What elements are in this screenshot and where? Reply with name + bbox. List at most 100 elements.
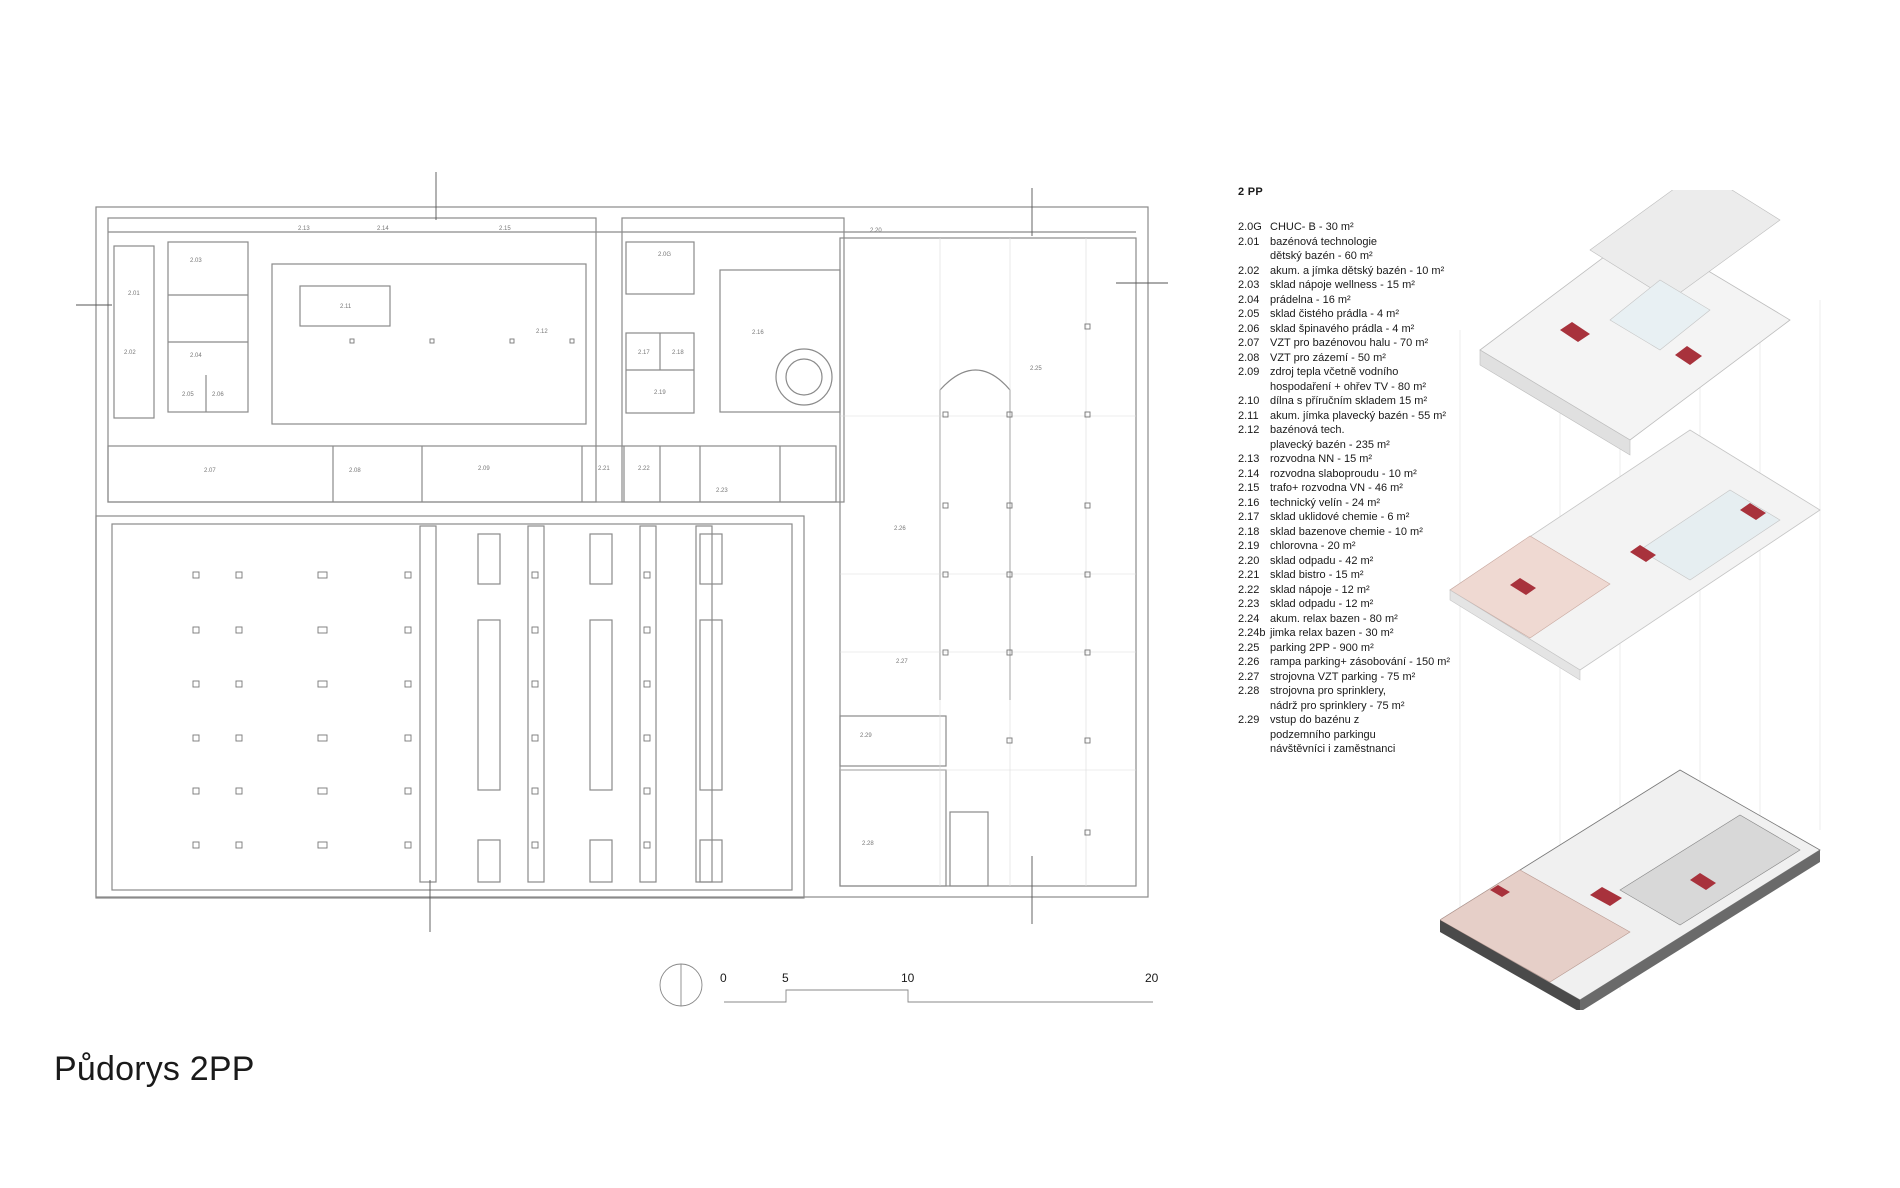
legend-item: 2.18 sklad bazenove chemie - 10 m²	[1238, 525, 1498, 540]
legend-item: 2.26 rampa parking+ zásobování - 150 m²	[1238, 655, 1498, 670]
room-legend: 2 PP 2.0G CHUC- B - 30 m² 2.01 bazénová tec…	[1238, 186, 1498, 757]
legend-item-code: 2.03	[1238, 279, 1260, 291]
room-label: 2.23	[716, 488, 728, 494]
legend-item: 2.20 sklad odpadu - 42 m²	[1238, 554, 1498, 569]
legend-item-code: 2.17	[1238, 511, 1260, 523]
legend-item-code: 2.02	[1238, 264, 1260, 277]
legend-list: 2.0G CHUC- B - 30 m² 2.01 bazénová technolo…	[1238, 220, 1498, 757]
legend-item-code: 2.23	[1238, 598, 1260, 610]
legend-item-code: 2.19	[1238, 540, 1260, 552]
legend-item-code: 2.24	[1238, 612, 1260, 625]
legend-item: 2.14 rozvodna slaboproudu - 10 m²	[1238, 467, 1498, 482]
legend-item-label: akum. a jímka dětský bazén - 10 m²	[1270, 264, 1445, 277]
legend-item: 2.06 sklad špinavého prádla - 4 m²	[1238, 322, 1498, 337]
legend-item-code: 2.13	[1238, 453, 1260, 465]
legend-item-code: 2.22	[1238, 583, 1260, 596]
legend-item-label: VZT pro zázemí - 50 m²	[1270, 351, 1386, 364]
room-label: 2.13	[298, 226, 310, 232]
legend-item-label: sklad špinavého prádla - 4 m²	[1270, 322, 1415, 335]
room-label: 2.16	[752, 330, 764, 336]
legend-item-label: jimka relax bazen - 30 m²	[1270, 627, 1394, 639]
legend-item-label: sklad odpadu - 42 m²	[1270, 554, 1374, 567]
legend-item: 2.23 sklad odpadu - 12 m²	[1238, 597, 1498, 612]
legend-item-label: sklad nápoje wellness - 15 m²	[1270, 279, 1415, 291]
legend-item-code: 2.20	[1238, 554, 1260, 567]
room-label: 2.12	[536, 329, 548, 335]
legend-item-code: 2.14	[1238, 467, 1260, 480]
legend-item-label: sklad nápoje - 12 m²	[1270, 583, 1370, 596]
axis-markers	[76, 172, 1168, 932]
room-labels: 2.12 2.11 2.01 2.02 2.03 2.04 2.05 2.06 …	[124, 226, 1042, 847]
axonometric-exploded-view	[1440, 190, 1821, 1010]
legend-item-label: rozvodna slaboproudu - 10 m²	[1270, 467, 1417, 480]
legend-item-label: sklad odpadu - 12 m²	[1270, 598, 1374, 610]
legend-item-code: 2.06	[1238, 322, 1260, 335]
legend-item-label: akum. relax bazen - 80 m²	[1270, 612, 1398, 625]
legend-item-label: akum. jímka plavecký bazén - 55 m²	[1270, 409, 1447, 422]
legend-item-code: 2.10	[1238, 395, 1260, 407]
legend-item-code: 2.09	[1238, 366, 1260, 378]
legend-item-code: 2.11	[1238, 409, 1259, 422]
legend-item-label: strojovna pro sprinklery, nádrž pro spri…	[1270, 685, 1405, 712]
legend-item-code: 2.0G	[1238, 221, 1262, 233]
room-label: 2.11	[340, 304, 352, 310]
legend-item-label: chlorovna - 20 m²	[1270, 540, 1356, 552]
page-title: Půdorys 2PP	[54, 1050, 255, 1088]
legend-item-label: strojovna VZT parking - 75 m²	[1270, 670, 1416, 683]
room-label: 2.05	[182, 392, 194, 398]
legend-item-label: zdroj tepla včetně vodního hospodaření +…	[1270, 366, 1427, 393]
parking-area	[839, 237, 1137, 887]
legend-item: 2.02 akum. a jímka dětský bazén - 10 m²	[1238, 264, 1498, 279]
pool-technology-area	[95, 515, 805, 899]
legend-item: 2.19 chlorovna - 20 m²	[1238, 539, 1498, 554]
north-arrow	[659, 963, 703, 1007]
legend-item-code: 2.25	[1238, 641, 1260, 654]
legend-heading: 2 PP	[1238, 186, 1264, 198]
legend-item-code: 2.04	[1238, 293, 1260, 306]
legend-item-code: 2.24b	[1238, 627, 1266, 639]
axo-level-upper	[1479, 190, 1791, 456]
room-label: 2.02	[124, 350, 136, 356]
room-label: 2.21	[598, 466, 610, 472]
legend-item-label: vstup do bazénu z podzemního parkingu ná…	[1270, 714, 1396, 755]
legend-item: 2.0G CHUC- B - 30 m²	[1238, 220, 1498, 235]
axo-level-lower	[1440, 769, 1821, 1010]
legend-item-code: 2.07	[1238, 337, 1260, 349]
legend-item-code: 2.01	[1238, 235, 1260, 248]
legend-item-code: 2.05	[1238, 308, 1260, 320]
legend-item-label: rampa parking+ zásobování - 150 m²	[1270, 656, 1451, 668]
legend-item-label: sklad uklidové chemie - 6 m²	[1270, 511, 1410, 523]
legend-item-code: 2.21	[1238, 569, 1260, 581]
room-label: 2.27	[896, 659, 908, 665]
legend-item: 2.11 akum. jímka plavecký bazén - 55 m²	[1238, 409, 1498, 424]
legend-item-code: 2.18	[1238, 525, 1260, 538]
legend-item-label: bazénová technologie dětský bazén - 60 m…	[1270, 235, 1378, 263]
room-label: 2.26	[894, 526, 906, 532]
legend-item-label: sklad bazenove chemie - 10 m²	[1270, 525, 1423, 538]
legend-item-code: 2.26	[1238, 656, 1260, 668]
columns	[192, 323, 1091, 849]
legend-item: 2.24b jimka relax bazen - 30 m²	[1238, 626, 1498, 641]
legend-item-label: technický velín - 24 m²	[1270, 496, 1381, 509]
legend-item: 2.24 akum. relax bazen - 80 m²	[1238, 612, 1498, 627]
scale-label: 0	[720, 971, 727, 985]
legend-item: 2.22 sklad nápoje - 12 m²	[1238, 583, 1498, 598]
room-label: 2.22	[638, 466, 650, 472]
room-label: 2.18	[672, 350, 684, 356]
legend-item-code: 2.29	[1238, 714, 1260, 726]
room-label: 2.08	[349, 468, 361, 474]
legend-item-code: 2.27	[1238, 670, 1260, 683]
legend-item: 2.29 vstup do bazénu z podzemního parking…	[1238, 713, 1498, 757]
legend-item-label: dílna s příručním skladem 15 m²	[1270, 395, 1428, 407]
room-label: 2.09	[478, 466, 490, 472]
legend-item-label: CHUC- B - 30 m²	[1270, 221, 1354, 233]
